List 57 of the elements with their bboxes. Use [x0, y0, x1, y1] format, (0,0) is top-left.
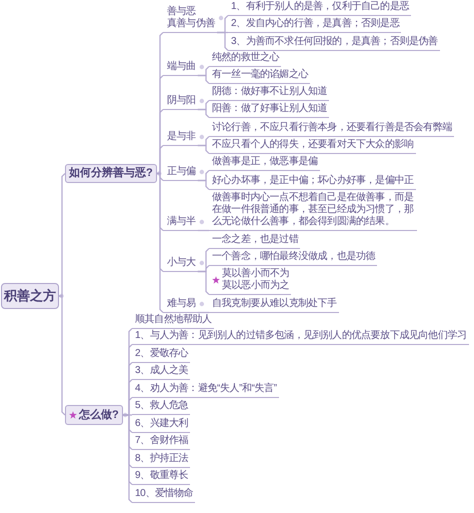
- topic-label: 不应只看个人的得失，还要看对天下大众的影响: [209, 139, 416, 154]
- topic-label: 莫以善小而不为: [222, 268, 290, 280]
- branch-line: [198, 74, 210, 84]
- topic-label: 5、救人危急: [132, 400, 190, 415]
- topic-label: 4、劝人为善：避免“失人”和“失言”: [132, 383, 279, 398]
- branch-line: [59, 295, 66, 416]
- topic-label: 9、敬重尊长: [132, 470, 190, 485]
- topic-label: 顺其自然地帮助人: [132, 314, 214, 329]
- branch-label: 善与恶: [167, 6, 197, 18]
- subtopic-label: 怎么做?: [79, 408, 119, 422]
- branch-label: 是与非: [163, 131, 198, 146]
- branch-label: 满与半: [163, 216, 198, 231]
- topic-label: 有一丝一毫的谄媚之心: [209, 69, 310, 84]
- branch-label: 真善与伪善: [167, 18, 216, 30]
- branch-topic: [163, 6, 218, 33]
- central-topic-label: 积善之方: [4, 288, 56, 303]
- branch-line: [156, 172, 164, 314]
- topic-label: 莫以恶小而为之: [222, 280, 290, 292]
- topic-label: 3、成人之美: [132, 365, 190, 380]
- topic-label: 2、发自内心的行善，是真善；否则是恶: [228, 18, 402, 33]
- topic-label: 8、护持正法: [132, 453, 190, 468]
- subtopic-box: [65, 164, 157, 183]
- topic-label: 讨论行善，不应只看行善本身，还要看行善是否会有弊端: [209, 122, 454, 137]
- topic-label: 阴德：做好事不让别人知道: [209, 86, 330, 101]
- subtopic-box: [65, 405, 123, 425]
- branch-line: [198, 312, 209, 314]
- branch-line: [59, 172, 66, 297]
- branch-label: 端与曲: [163, 61, 198, 76]
- branch-label: 正与偏: [163, 166, 198, 181]
- topic-label: 一念之差，也是过错: [209, 234, 300, 249]
- topic-item: [209, 268, 292, 295]
- branch-line: [156, 144, 164, 174]
- topic-label: 好心办坏事，是正中偏；坏心办好事，是偏中正: [209, 175, 416, 190]
- central-topic-box: [1, 283, 59, 309]
- topic-label: 3、为善而不求任何回报的，是真善；否则是伪善: [228, 36, 440, 51]
- branch-line: [217, 32, 228, 34]
- branch-line: [198, 144, 210, 154]
- branch-label: 难与易: [163, 298, 198, 313]
- topic-label: 纯然的救世之心: [209, 52, 282, 67]
- topic-label: 1、有利于别人的是善，仅利于自己的是恶: [228, 1, 411, 16]
- branch-label: 阴与阳: [163, 95, 198, 110]
- subtopic-label: 如何分辨善与恶?: [69, 165, 153, 181]
- branch-line: [198, 108, 210, 118]
- topic-label: 自我克制要从难以克制处下手: [209, 298, 339, 313]
- topic-label: 2、爱敬存心: [132, 348, 190, 363]
- branch-line: [198, 180, 210, 190]
- topic-label: 7、舍财作福: [132, 435, 190, 450]
- topic-label: 6、兴建大利: [132, 418, 190, 433]
- topic-label: 一个善念，哪怕最终没做成，也是功德: [209, 251, 378, 266]
- branch-line: [198, 230, 209, 232]
- topic-label: 做善事时内心一点不想着自己是在做善事，而是在做一件很普通的事，甚至已经成为习惯了，那么无论做什么善事，都会得到圆满的结果。: [209, 192, 417, 231]
- branch-label: 小与大: [163, 257, 198, 272]
- topic-label: 10、爱惜物命: [132, 488, 196, 503]
- topic-label: 做善事是正，做恶事是偏: [209, 156, 320, 171]
- topic-label: 阳善：做了好事让别人知道: [209, 103, 330, 118]
- branch-line: [198, 270, 210, 296]
- topic-label: 1、与人为善：见到别人的过错多包涵，见到别人的优点要放下成见向他们学习: [132, 330, 469, 345]
